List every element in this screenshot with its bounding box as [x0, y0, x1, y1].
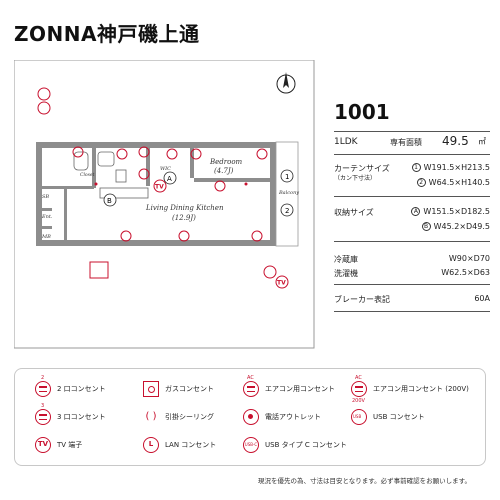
tv-terminal-icon: TV — [35, 437, 51, 453]
property-title: ZONNA神戸磯上通 — [14, 22, 200, 46]
divider — [334, 196, 490, 197]
area-unit: ㎡ — [478, 137, 486, 146]
bathtub — [73, 151, 89, 171]
floor-plan: Bedroom (4.7J) Living Dining Kitchen (12… — [14, 60, 324, 350]
marker-b: B — [103, 193, 117, 207]
washer-label: 洗濯機 — [334, 269, 358, 278]
ent-label: Ent. — [41, 214, 53, 220]
divider — [334, 311, 490, 312]
legend-ceiling: ( ) 引掛シーリング — [143, 409, 215, 425]
dot-marker — [244, 182, 248, 186]
area-value: 49.5 — [442, 134, 469, 148]
storage-label: 収納サイズ — [334, 208, 374, 217]
curtain-label: カーテンサイズ — [334, 164, 390, 173]
svg-text:2: 2 — [285, 207, 289, 215]
storage-size-a: W151.5×D182.5 — [423, 207, 490, 216]
unit-number: 1001 — [334, 100, 390, 124]
fridge-label: 冷蔵庫 — [334, 255, 358, 264]
storage-size-b: W45.2×D49.5 — [433, 222, 490, 231]
usb-c-outlet-icon: USB-C — [243, 437, 259, 453]
svg-text:TV: TV — [277, 280, 286, 287]
ceiling-hook-icon: ( ) — [145, 411, 157, 422]
marker-a: A — [163, 171, 177, 185]
breaker-value: 60A — [474, 294, 490, 303]
legend-outlet3: 3 3 口コンセント — [35, 403, 106, 425]
bedroom-label: Bedroom — [209, 158, 243, 166]
tv-outlet-icon: TV — [153, 179, 167, 193]
toilet — [115, 169, 127, 183]
legend-ac: AC エアコン用コンセント — [243, 375, 335, 397]
legend-usb: USB コンセント — [351, 409, 425, 425]
svg-text:A: A — [167, 175, 172, 183]
sb-label: SB — [42, 194, 49, 200]
balcony-label: Balcony — [278, 190, 299, 196]
divider — [334, 284, 490, 285]
washbasin — [97, 151, 115, 167]
divider — [334, 131, 490, 132]
legend-outlet2: 2 2 口コンセント — [35, 375, 106, 397]
compass-icon — [276, 72, 296, 94]
washer-size: W62.5×D63 — [441, 268, 490, 277]
footnote: 現況を優先の為、寸法は目安となります。必ず事前確認をお願いします。 — [258, 477, 472, 485]
gas-outlet-icon — [143, 381, 159, 397]
floor-plan-drawing: Bedroom (4.7J) Living Dining Kitchen (12… — [14, 60, 315, 349]
ldk-label: Living Dining Kitchen — [145, 204, 224, 212]
breaker-label: ブレーカー表記 — [334, 295, 390, 304]
tv-outlet-icon-balcony: TV — [275, 275, 289, 289]
layout-type: 1LDK — [334, 137, 358, 147]
outlet-3-icon: 3 — [35, 403, 51, 425]
wic-label: WIC — [160, 166, 171, 172]
divider — [334, 241, 490, 242]
dot-marker — [94, 182, 98, 186]
mb-label: MB — [41, 234, 51, 240]
phone-outlet-icon — [243, 409, 259, 425]
curtain-size-2: W64.5×H140.5 — [428, 178, 490, 187]
closet-label: Closet — [80, 172, 95, 178]
ldk-size: (12.9J) — [172, 214, 196, 222]
kitchen-counter — [99, 187, 149, 199]
legend-phone: 電話アウトレット — [243, 409, 321, 425]
marker-1: 1 — [280, 169, 294, 183]
curtain-size-1: W191.5×H213.5 — [423, 163, 490, 172]
outlet-symbols — [37, 87, 277, 279]
walls — [36, 142, 276, 246]
svg-text:1: 1 — [285, 173, 289, 181]
area-label: 専有面積 — [390, 138, 422, 147]
fridge-size: W90×D70 — [448, 254, 490, 263]
legend-gas: ガスコンセント — [143, 381, 214, 397]
legend-usbc: USB-C USB タイプ C コンセント — [243, 437, 347, 453]
svg-text:B: B — [107, 197, 112, 205]
balcony-area — [275, 141, 299, 247]
outlet-2-icon: 2 — [35, 375, 51, 397]
bedroom-size: (4.7J) — [214, 167, 234, 175]
legend-tv: TV TV 端子 — [35, 437, 82, 453]
marker-2: 2 — [280, 203, 294, 217]
plan-frame — [14, 60, 315, 349]
ac-outlet-icon: AC — [243, 375, 259, 397]
lan-outlet-icon: L — [143, 437, 159, 453]
svg-text:TV: TV — [155, 184, 164, 191]
legend-lan: L LAN コンセント — [143, 437, 216, 453]
divider — [334, 154, 490, 155]
usb-outlet-icon — [351, 409, 367, 425]
